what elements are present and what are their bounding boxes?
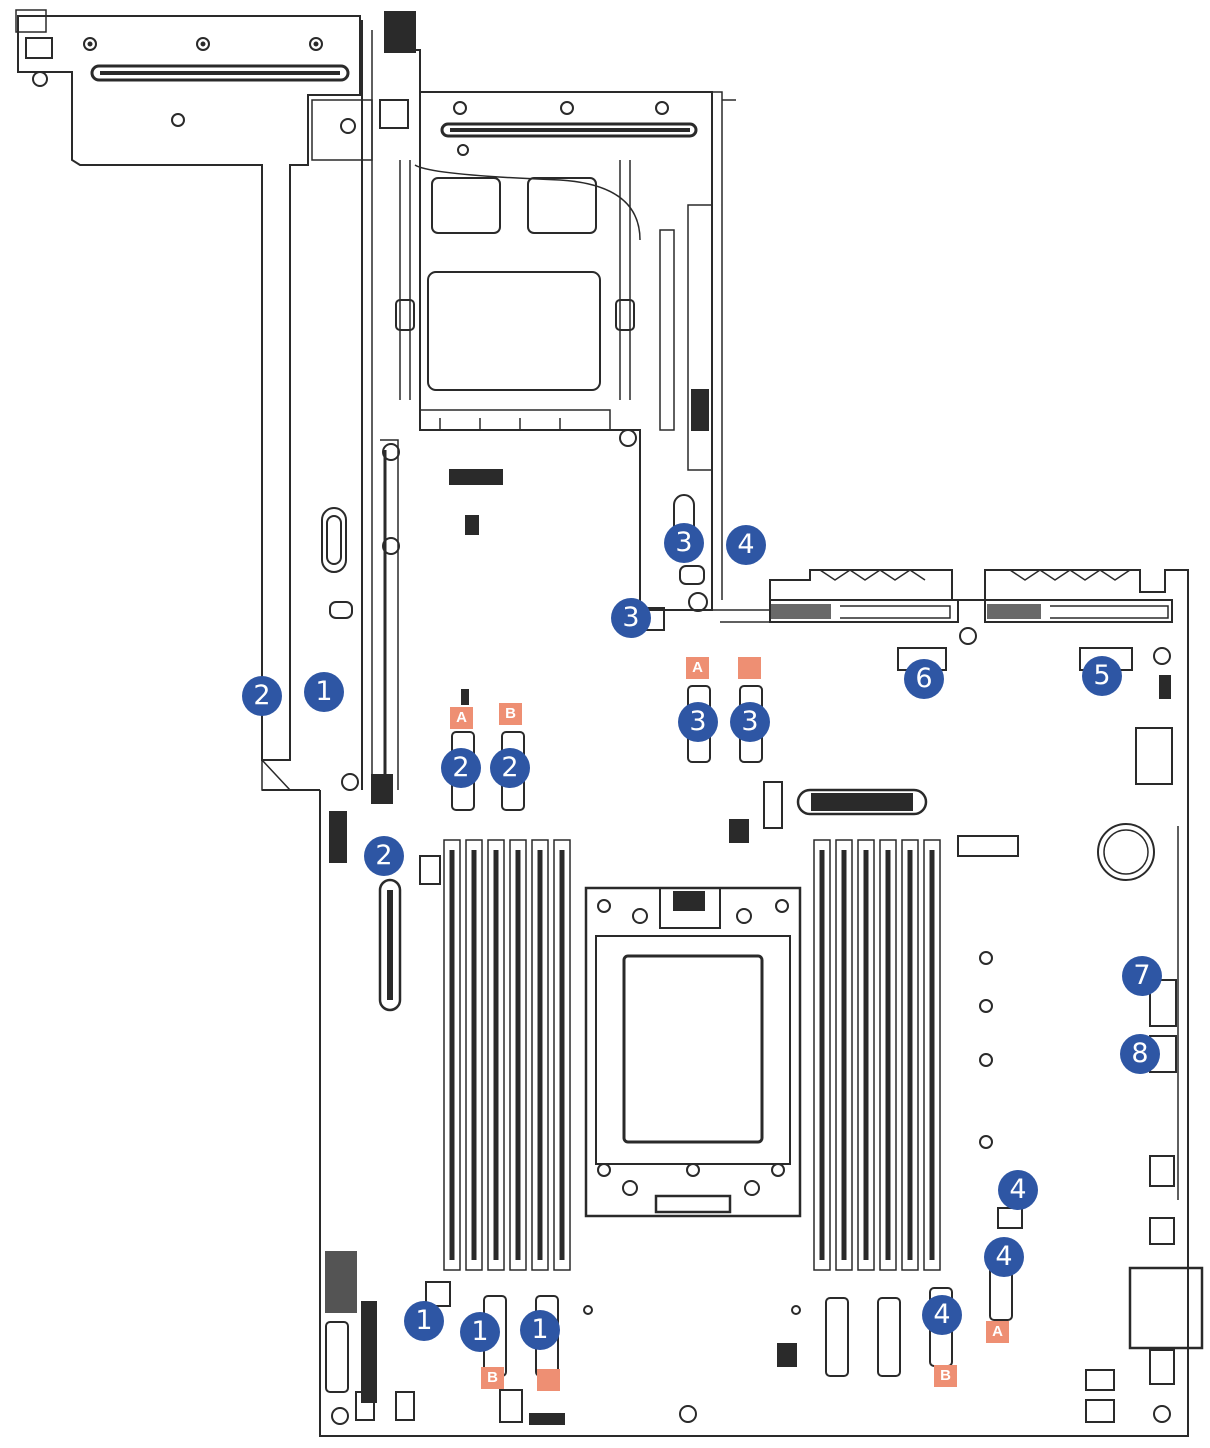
callout-1-connector-a: 1 — [520, 1310, 560, 1350]
callout-3-riser: 3 — [664, 523, 704, 563]
tag-a-connector-4: A — [986, 1321, 1009, 1343]
screw-holes — [331, 951, 1171, 1425]
callout-7: 7 — [1122, 956, 1162, 996]
tag-b-connector-4: B — [934, 1365, 957, 1387]
callout-3-power: 3 — [611, 598, 651, 638]
cpu-socket — [584, 886, 802, 1218]
bottom-left-components — [325, 1251, 797, 1425]
small-connectors-top — [449, 469, 1173, 785]
callout-2-riser: 2 — [242, 676, 282, 716]
center-riser-cage — [361, 11, 771, 790]
dimm-slots-left — [443, 839, 571, 1271]
callout-8: 8 — [1120, 1034, 1160, 1074]
tag-a-connector-3: A — [686, 657, 709, 679]
callout-2-power: 2 — [364, 836, 404, 876]
callout-4-riser: 4 — [726, 525, 766, 565]
callout-4-connector-a: 4 — [984, 1237, 1024, 1277]
tag-blank-connector-1 — [537, 1369, 560, 1391]
dimm-slots-right — [813, 839, 941, 1271]
callout-6: 6 — [904, 659, 944, 699]
right-edge-connectors — [997, 826, 1204, 1423]
callout-1-connector-b: 1 — [460, 1312, 500, 1352]
callout-4-power: 4 — [998, 1170, 1038, 1210]
tag-blank-connector-3 — [738, 657, 761, 679]
callout-2-connector-a: 2 — [441, 748, 481, 788]
callout-3-connector-b: 3 — [730, 702, 770, 742]
left-riser-bracket — [15, 9, 373, 791]
io-connectors — [769, 569, 1173, 671]
callout-1-power: 1 — [404, 1301, 444, 1341]
callout-4-connector-b: 4 — [922, 1295, 962, 1335]
board-outline — [319, 439, 1189, 1437]
tag-b-connector-2: B — [499, 703, 522, 725]
vertical-slimline-connectors — [451, 685, 1013, 1377]
callout-1-riser: 1 — [304, 672, 344, 712]
callout-3-connector-a: 3 — [678, 702, 718, 742]
tag-a-connector-2: A — [450, 707, 473, 729]
callout-5: 5 — [1082, 656, 1122, 696]
callout-2-connector-b: 2 — [490, 748, 530, 788]
center-board-parts — [378, 781, 1155, 1012]
tag-b-connector-1: B — [481, 1367, 504, 1389]
